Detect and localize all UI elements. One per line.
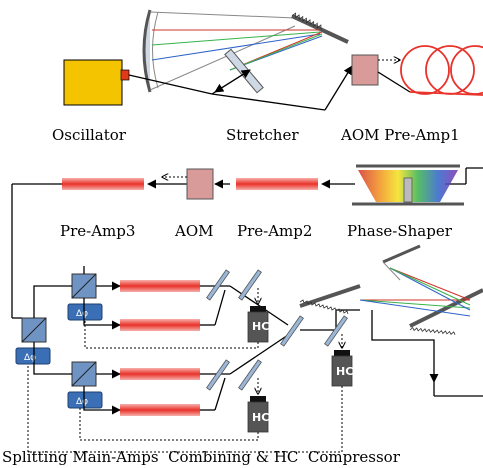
beam-top (128, 65, 353, 111)
phase-box-lower (67, 391, 103, 409)
phase-label-upper: Δφ (76, 309, 88, 319)
label-preamp2: Pre-Amp2 (237, 222, 312, 240)
label-oscillator: Oscillator (52, 126, 127, 144)
label-stretcher: Stretcher (226, 126, 299, 144)
oscillator (63, 59, 130, 106)
compressor-roof-mirror (382, 244, 421, 281)
phase-box-upper (67, 303, 103, 321)
phase-label-lower: Δφ (76, 397, 88, 407)
splitter-upper: Δφ (67, 273, 103, 321)
stretcher-curved-mirror (142, 9, 152, 93)
main-amp-4 (120, 404, 200, 416)
hc-detector-3: HC (331, 334, 353, 387)
label-aom: AOM (174, 222, 214, 240)
combining-beams (200, 285, 360, 411)
preamp2-amplifier (236, 178, 318, 190)
svg-text:HC: HC (252, 320, 269, 333)
splitter-main: Δφ (15, 317, 51, 365)
beam-middle (11, 167, 483, 319)
phase-shaper-mask (403, 177, 413, 203)
preamp3-amplifier (62, 178, 144, 190)
splitter-lower: Δφ (67, 361, 103, 409)
hc-detector-2: HC (247, 378, 269, 433)
stretcher-grating (291, 12, 349, 44)
label-phase-shaper: Phase-Shaper (347, 222, 453, 240)
aom-2 (186, 168, 214, 200)
combiner-mirrors (206, 269, 348, 391)
main-amp-2 (120, 319, 200, 331)
label-bottom-caption: Splitting Main-Amps Combining & HC Compr… (2, 448, 401, 466)
hc-detector-1: HC (247, 288, 269, 343)
phase-shaper (352, 164, 464, 206)
aom-1 (351, 54, 379, 86)
beam-split (33, 266, 85, 375)
svg-text:HC: HC (252, 411, 269, 424)
main-amp-1 (120, 280, 200, 292)
main-amp-3 (120, 368, 200, 380)
label-preamp3: Pre-Amp3 (60, 222, 135, 240)
main-amps (83, 280, 200, 416)
phase-box-main (15, 347, 51, 365)
preamp1-fiber-coil (400, 45, 483, 96)
label-aom-preamp1: AOM Pre-Amp1 (340, 126, 460, 144)
svg-text:HC: HC (336, 365, 353, 378)
feedback-lines (27, 320, 343, 453)
stretcher-fold-mirror (224, 48, 264, 94)
compressor (299, 244, 483, 397)
stretcher (142, 9, 349, 94)
compressor-grating-2 (409, 288, 483, 328)
phase-label-main: Δφ (24, 353, 36, 363)
